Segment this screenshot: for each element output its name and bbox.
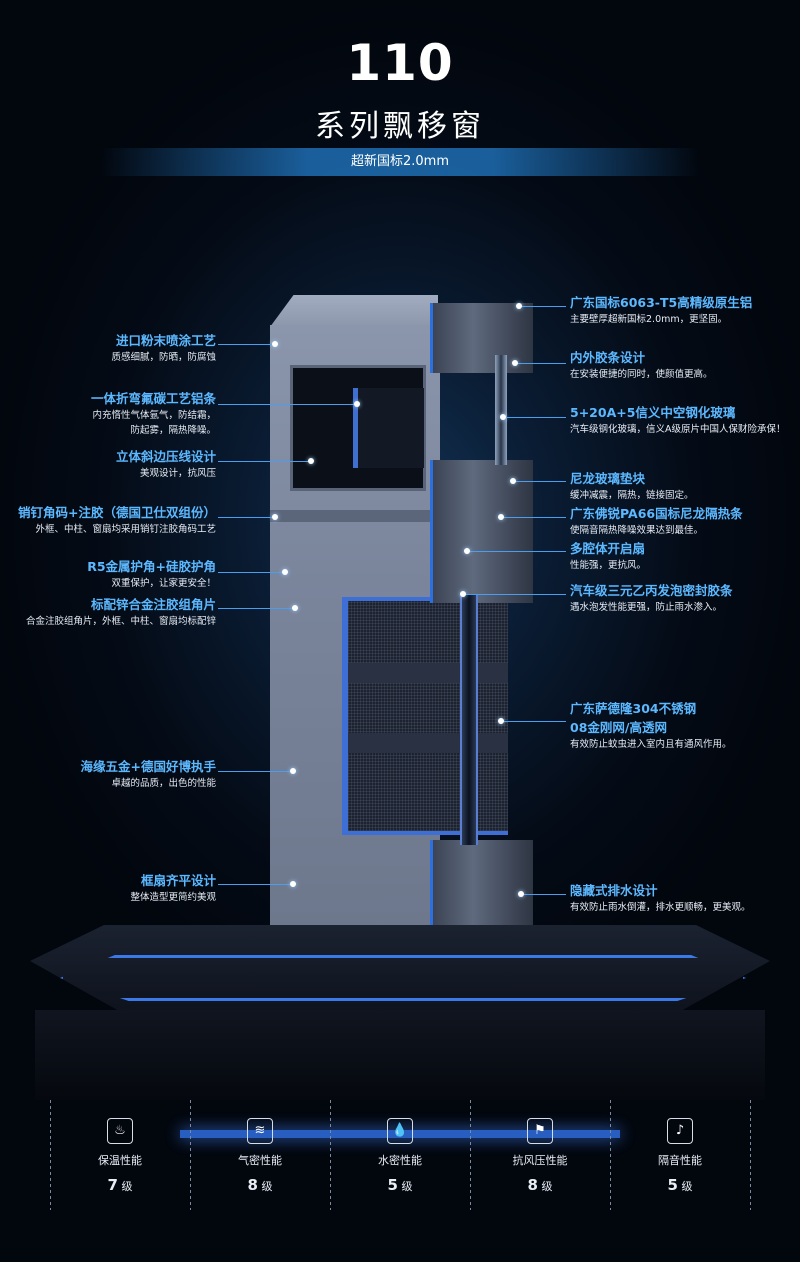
perf-sound-insulation: ♪ 隔音性能 5 级 [610,1118,750,1194]
podium-body [35,1010,765,1100]
upper-glass-panel [290,365,426,491]
thermometer-icon: ♨ [107,1118,133,1144]
callout-left-5: R5金属护角+硅胶护角 双重保护，让家更安全！ [87,559,216,589]
perf-air-tightness: ≋ 气密性能 8 级 [190,1118,330,1194]
callout-right-4: 尼龙玻璃垫块 缓冲减震，隔热，链接固定。 [570,471,694,501]
insulated-glass-upper [495,355,507,465]
callout-left-1: 进口粉末喷涂工艺 质感细腻，防晒，防腐蚀 [111,333,216,363]
perf-wind-pressure: ⚑ 抗风压性能 8 级 [470,1118,610,1194]
subtitle: 超新国标2.0mm [350,154,449,169]
window-cross-section [270,295,570,975]
perf-water-tightness: 💧 水密性能 5 级 [330,1118,470,1194]
callout-left-7: 海缘五金+德国好博执手 卓越的品质，出色的性能 [80,759,216,789]
callout-right-1: 广东国标6063-T5高精级原生铝 主要壁厚超新国标2.0mm，更坚固。 [570,295,753,325]
frame-top [270,295,438,327]
insulated-glass-lower [460,595,478,845]
callout-right-5: 广东佛锐PA66国标尼龙隔热条 使隔音隔热降噪效果达到最佳。 [570,506,743,536]
podium-glow-ring [60,955,746,1001]
callout-left-6: 标配锌合金注胶组角片 合金注胶组角片，外框、中柱、窗扇均标配锌 [25,597,216,627]
callout-right-3: 5+20A+5信义中空钢化玻璃 汽车级钢化玻璃，信义A级原片中国人保财险承保！ [570,405,786,435]
perf-thermal: ♨ 保温性能 7 级 [50,1118,190,1194]
sound-insulation-icon: ♪ [667,1118,693,1144]
callout-right-7: 汽车级三元乙丙发泡密封胶条 遇水泡发性能更强，防止雨水渗入。 [570,583,733,613]
callout-left-4: 销钉角码+注胶（德国卫仕双组份） 外框、中柱、窗扇均采用销钉注胶角码工艺 [18,505,216,535]
callout-right-2: 内外胶条设计 在安装便捷的同时，使颜值更高。 [570,350,713,380]
profile-mid [430,483,533,603]
water-drop-icon: 💧 [387,1118,413,1144]
callout-left-2: 一体折弯氟碳工艺铝条 内充惰性气体氩气，防结霜， 防起雾，隔热降噪。 [90,391,216,436]
subtitle-bar: 超新国标2.0mm [100,148,700,176]
callout-right-6: 多腔体开启扇 性能强，更抗风。 [570,541,647,571]
wind-sock-icon: ⚑ [527,1118,553,1144]
callout-left-3: 立体斜边压线设计 美观设计，抗风压 [115,449,216,479]
page-title-number: 110 [346,34,454,92]
podium-light-band [180,1130,620,1138]
callout-right-9: 隐藏式排水设计 有效防止雨水倒灌，排水更顺畅，更美观。 [570,883,751,913]
air-tight-icon: ≋ [247,1118,273,1144]
page-title: 系列飘移窗 [315,109,485,144]
mid-sash [270,510,440,522]
insect-screen [342,597,508,835]
callout-right-8: 广东萨德隆304不锈钢 08金刚网/高透网 有效防止蚊虫进入室内且有通风作用。 [570,701,732,750]
callout-left-8: 框扇齐平设计 整体造型更简约美观 [130,873,216,903]
